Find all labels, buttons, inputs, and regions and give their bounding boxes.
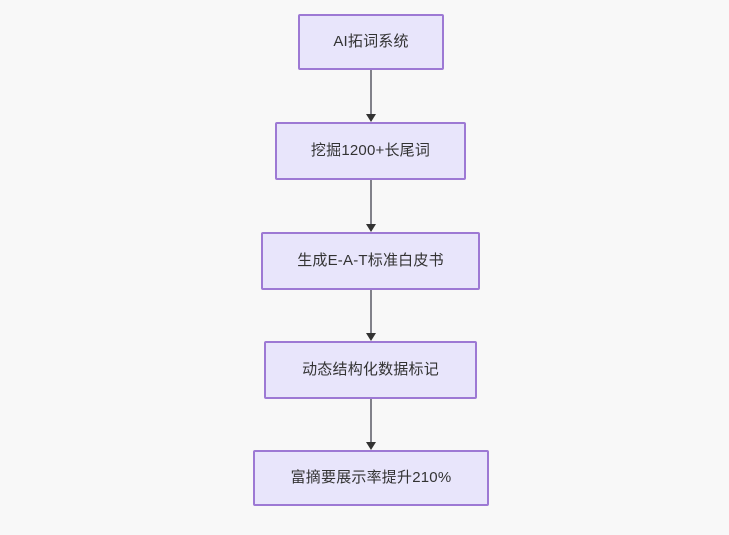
flow-node-label: AI拓词系统 [333,32,409,50]
flow-edge-arrowhead-icon [366,114,376,122]
flow-edge-line [370,180,372,224]
flow-node-n4[interactable]: 动态结构化数据标记 [264,341,477,399]
flow-node-label: 挖掘1200+长尾词 [310,141,431,159]
flow-edge-line [370,290,372,333]
flow-edge-arrowhead-icon [366,442,376,450]
flow-edge-arrowhead-icon [366,333,376,341]
flow-node-label: 动态结构化数据标记 [302,360,439,378]
flow-edge-line [370,70,372,114]
flow-node-n3[interactable]: 生成E-A-T标准白皮书 [261,232,480,290]
flow-node-label: 富摘要展示率提升210% [290,468,452,486]
flow-node-n5[interactable]: 富摘要展示率提升210% [253,450,489,506]
flow-node-n2[interactable]: 挖掘1200+长尾词 [275,122,466,180]
flow-edge-line [370,399,372,442]
flow-edge-arrowhead-icon [366,224,376,232]
flow-node-label: 生成E-A-T标准白皮书 [297,251,444,269]
flow-node-n1[interactable]: AI拓词系统 [298,14,444,70]
